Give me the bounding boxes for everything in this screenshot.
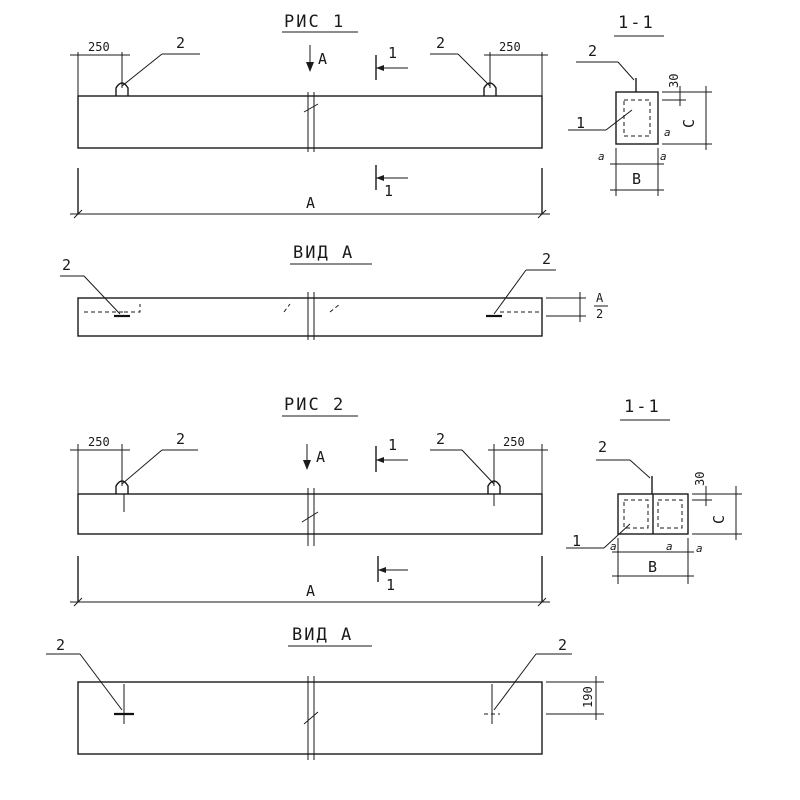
fig2-cut-mark-bottom: 1 <box>386 576 395 594</box>
fig1-sec-dim-a-right: а <box>664 126 671 139</box>
fig2-view-leader-2-right: 2 <box>558 636 567 654</box>
fig2-cut-mark-top: 1 <box>388 436 397 454</box>
fig1-leader-2-left: 2 <box>176 34 185 52</box>
fig1-bottom-label: А <box>306 194 315 212</box>
fig2-view-leader-2-left: 2 <box>56 636 65 654</box>
fig1-sec-dim-a-left: а <box>598 150 605 163</box>
fig2-sec-leader-2: 2 <box>598 438 607 456</box>
fig1-dim-right: 250 <box>499 40 521 54</box>
fig1-cut-mark-bottom: 1 <box>384 182 393 200</box>
fig1-section-detail: 2 1 30 С а а а В <box>568 42 712 196</box>
fig1-view-dim-den: 2 <box>596 307 603 321</box>
fig1-sec-dim-30: 30 <box>667 74 681 88</box>
fig1-view-dim-num: А <box>596 291 604 305</box>
fig2-dim-right: 250 <box>503 435 525 449</box>
fig1-title: РИС 1 <box>284 12 345 32</box>
figure-2: РИС 2 250 250 2 2 А 1 <box>46 395 742 760</box>
fig2-section-detail: 2 1 30 С а а а В <box>566 438 742 584</box>
fig1-view-title: ВИД А <box>293 243 354 263</box>
fig1-view-leader-2-right: 2 <box>542 250 551 268</box>
fig2-sec-dim-30: 30 <box>693 472 707 486</box>
fig1-sec-dim-c: С <box>680 119 698 128</box>
fig2-dim-left: 250 <box>88 435 110 449</box>
fig1-view-leader-2-left: 2 <box>62 256 71 274</box>
fig2-sec-dim-a-left: а <box>610 540 617 553</box>
fig1-sec-leader-2: 2 <box>588 42 597 60</box>
fig1-sec-dim-b: В <box>632 170 641 188</box>
fig2-sec-dim-c: С <box>710 515 728 524</box>
fig1-sec-dim-a-bottom: а <box>660 150 667 163</box>
fig1-cut-mark-top: 1 <box>388 44 397 62</box>
fig1-sec-leader-1: 1 <box>576 114 585 132</box>
fig2-leader-2-left: 2 <box>176 430 185 448</box>
fig1-section-title: 1-1 <box>618 13 655 33</box>
fig2-view-arrow-label: А <box>316 448 325 466</box>
fig2-title: РИС 2 <box>284 395 345 415</box>
fig1-view-arrow-label: А <box>318 50 327 68</box>
fig2-leader-2-right: 2 <box>436 430 445 448</box>
fig1-dim-left: 250 <box>88 40 110 54</box>
fig2-sec-dim-a-right: а <box>696 542 703 555</box>
fig2-view-title: ВИД А <box>292 625 353 645</box>
fig2-sec-leader-1: 1 <box>572 532 581 550</box>
fig2-bottom-label: А <box>306 582 315 600</box>
fig1-leader-2-right: 2 <box>436 34 445 52</box>
fig2-sec-dim-b: В <box>648 558 657 576</box>
figure-1: РИС 1 250 250 2 2 А 1 <box>60 12 712 340</box>
fig2-section-title: 1-1 <box>624 397 661 417</box>
fig2-sec-dim-a-mid: а <box>666 540 673 553</box>
fig2-view-dim: 190 <box>581 686 595 708</box>
